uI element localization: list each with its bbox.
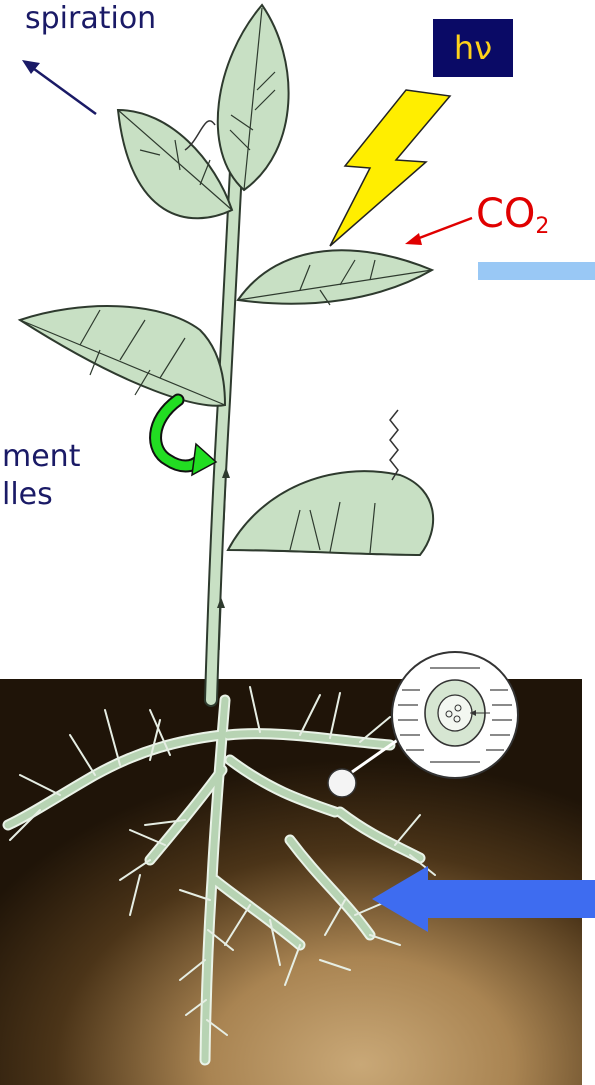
co2-label-subscript: 2 [535, 214, 549, 239]
light-energy-badge: hν [433, 19, 513, 77]
light-energy-label: hν [454, 29, 492, 67]
movement-label-line1: ment [2, 439, 80, 474]
transpiration-squiggle [390, 410, 398, 480]
co2-label: CO2 [476, 194, 549, 238]
upper-left-leaf [118, 110, 232, 218]
co2-label-main: CO [476, 191, 535, 237]
lower-right-leaf [228, 471, 433, 555]
transpiration-pointer-arrow [22, 60, 96, 114]
movement-label: ment lles [2, 438, 80, 514]
transpiration-label: spiration [25, 4, 156, 34]
lightning-bolt-icon [330, 90, 450, 246]
light-blue-bar [478, 262, 595, 280]
green-curved-arrow-icon [156, 400, 216, 475]
movement-label-line2: lles [2, 477, 53, 512]
co2-arrow [405, 218, 472, 245]
